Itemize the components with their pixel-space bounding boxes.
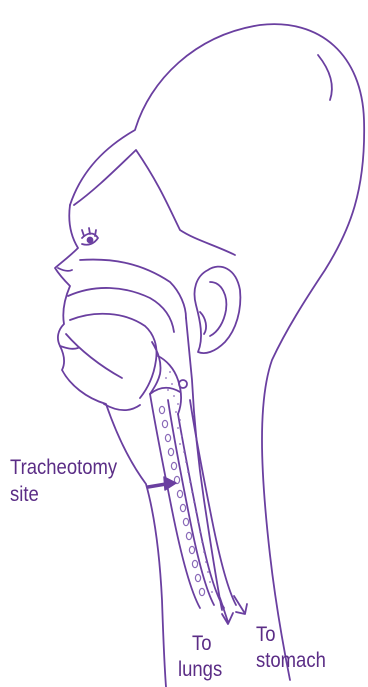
ear (195, 267, 241, 353)
face-profile (55, 205, 166, 687)
palate-inner (68, 288, 174, 332)
nose (58, 268, 72, 271)
trachea-front (150, 394, 200, 608)
jaw-inner (66, 334, 122, 378)
chin-line (104, 404, 140, 410)
larynx-cap (150, 388, 180, 394)
hair-tuft (318, 55, 332, 100)
stomach-label-line2: stomach (256, 649, 326, 673)
tracheotomy-label-line2: site (10, 483, 39, 507)
pharynx-wall (186, 318, 222, 610)
stomach-label: To (256, 623, 276, 647)
trachea-back (168, 400, 214, 605)
lungs-label-line2: lungs (178, 658, 222, 682)
tracheotomy-label: Tracheotomy (10, 456, 117, 480)
lungs-label: To (192, 632, 212, 656)
tracheotomy-arrow (148, 477, 176, 490)
tongue (70, 314, 157, 398)
mouth (60, 346, 78, 349)
pupil (88, 238, 93, 243)
ear-inner (210, 282, 226, 336)
lungs-arrow (220, 598, 233, 624)
larynx-node (179, 380, 187, 388)
